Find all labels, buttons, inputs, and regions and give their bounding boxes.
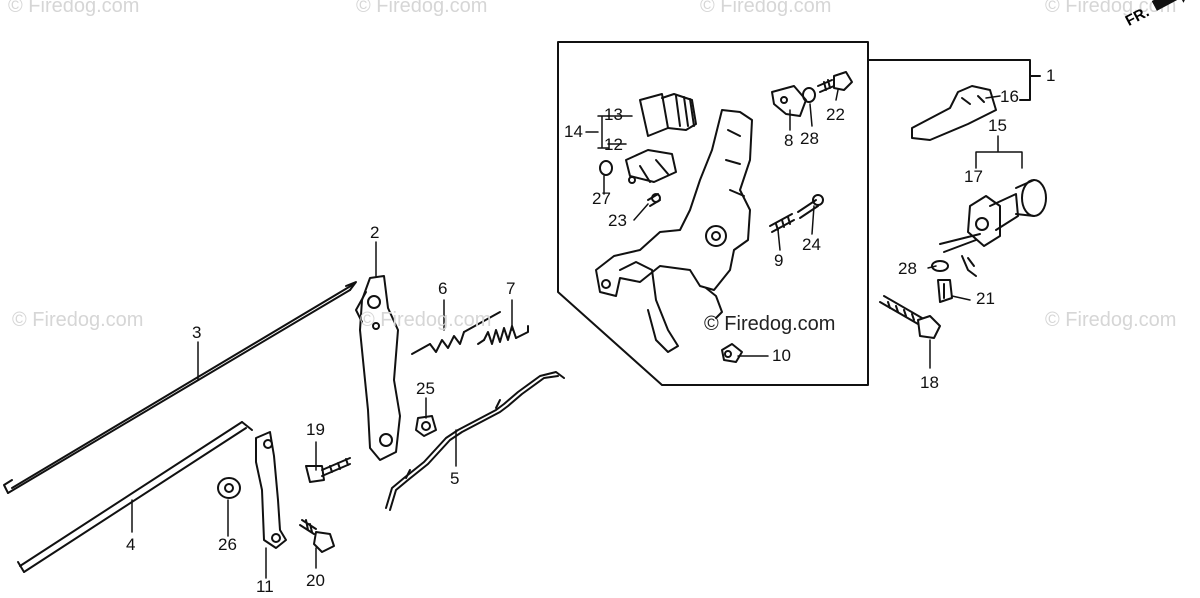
callout-9: 9 — [774, 251, 784, 270]
watermark-text: © Firedog.com — [360, 309, 492, 331]
watermark-text: © Firedog.com — [1045, 309, 1177, 331]
callout-21: 21 — [976, 289, 995, 308]
watermark-text: © Firedog.com — [12, 309, 144, 331]
part-3-rod — [3, 281, 357, 494]
callout-27: 27 — [592, 189, 611, 208]
assembly-box-outline — [557, 41, 1021, 386]
callout-24: 24 — [802, 235, 821, 254]
part-5-rod — [385, 371, 565, 511]
watermark-text: © Firedog.com — [356, 0, 488, 17]
callout-25: 25 — [416, 379, 435, 398]
callout-20: 20 — [306, 571, 325, 590]
callout-2: 2 — [370, 223, 380, 242]
part-21-bolt — [937, 279, 953, 303]
center-watermark: © Firedog.com — [704, 313, 836, 335]
part-12-switch — [625, 149, 677, 184]
watermark-text: © Firedog.com — [1045, 0, 1177, 17]
callout-3: 3 — [192, 323, 202, 342]
part-26-washer — [217, 477, 241, 499]
callout-bracket-1 — [1019, 59, 1041, 101]
part-16-bracket — [911, 85, 997, 141]
callout-8: 8 — [784, 131, 794, 150]
callout-22: 22 — [826, 105, 845, 124]
callout-7: 7 — [506, 279, 516, 298]
part-10-nut — [721, 343, 743, 363]
callout-14: 14 — [564, 122, 583, 141]
callout-16: 16 — [1000, 87, 1019, 106]
callout-15: 15 — [988, 116, 1007, 135]
part-24-screw — [797, 194, 824, 219]
callout-19: 19 — [306, 420, 325, 439]
part-13-solenoid — [639, 93, 697, 137]
callout-4: 4 — [126, 535, 136, 554]
part-28-washer-lower — [931, 260, 949, 272]
leader-lines — [131, 89, 1023, 579]
part-6-spring — [411, 311, 501, 355]
callout-26: 26 — [218, 535, 237, 554]
part-8-plate — [771, 85, 807, 117]
callout-10: 10 — [772, 346, 791, 365]
part-25-nut — [415, 415, 437, 437]
callout-18: 18 — [920, 373, 939, 392]
callout-28-upper: 28 — [800, 129, 819, 148]
part-27-nut — [599, 160, 613, 176]
callout-17: 17 — [964, 167, 983, 186]
part-19-pin — [305, 457, 351, 483]
callout-6: 6 — [438, 279, 448, 298]
callout-13: 13 — [604, 105, 623, 124]
part-23-screw — [647, 193, 661, 207]
part-18-bolt — [879, 295, 941, 339]
callout-23: 23 — [608, 211, 627, 230]
governor-bracket-assembly — [595, 109, 753, 353]
part-11-lever — [255, 431, 287, 549]
part-20-bolt — [299, 519, 335, 553]
watermark-text: © Firedog.com — [700, 0, 832, 17]
watermark-text: © Firedog.com — [8, 0, 140, 17]
callout-11: 11 — [256, 577, 274, 596]
part-2-lever — [355, 275, 401, 461]
part-28-washer-upper — [802, 87, 816, 103]
part-22-bolt — [817, 71, 853, 93]
part-4-rod — [17, 421, 253, 573]
callout-28-lower: 28 — [898, 259, 917, 278]
callout-1: 1 — [1046, 66, 1056, 85]
callout-12: 12 — [604, 135, 623, 154]
part-17-knob — [939, 179, 1047, 277]
callout-5: 5 — [450, 469, 460, 488]
part-7-spring — [477, 325, 529, 345]
part-9-screw — [769, 213, 795, 233]
